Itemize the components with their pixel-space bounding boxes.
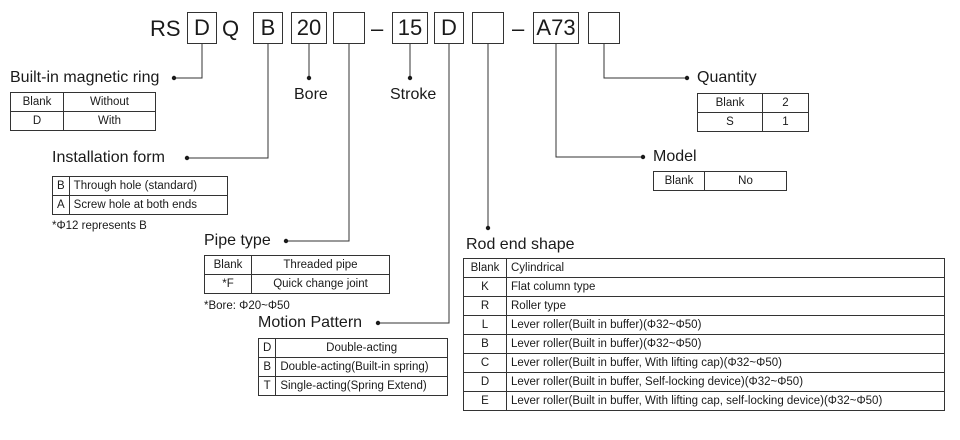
pipe-type-table: Blank Threaded pipe *F Quick change join…: [204, 255, 390, 294]
quantity-title: Quantity: [697, 69, 757, 86]
table-cell: D: [257, 338, 277, 358]
model-title: Model: [653, 148, 697, 165]
table-cell: Quick change joint: [251, 274, 390, 294]
magnetic-ring-title: Built-in magnetic ring: [10, 69, 160, 86]
pipe-type-title: Pipe type: [204, 232, 271, 249]
table-cell: Lever roller(Built in buffer)(Φ32~Φ50): [506, 334, 945, 354]
pipe-type-note: *Bore: Φ20~Φ50: [204, 300, 290, 312]
model-table: Blank No: [653, 171, 787, 191]
table-cell: Flat column type: [506, 277, 945, 297]
quantity-table: Blank 2 S 1: [697, 93, 809, 132]
table-cell: C: [463, 353, 507, 373]
table-cell: 2: [762, 93, 809, 113]
bore-label: Bore: [294, 86, 328, 103]
code-letter-q: Q: [222, 16, 240, 41]
table-cell: Blank: [10, 92, 64, 112]
code-box-rod: [472, 12, 504, 44]
table-cell: D: [463, 372, 507, 392]
table-row: A Screw hole at both ends: [52, 195, 229, 215]
table-row: Blank No: [653, 171, 787, 191]
magnetic-ring-table: Blank Without D With: [10, 92, 156, 131]
table-row: D Lever roller(Built in buffer, Self-loc…: [463, 372, 945, 392]
table-cell: Single-acting(Spring Extend): [275, 376, 448, 396]
installation-form-table: B Through hole (standard) A Screw hole a…: [52, 176, 229, 215]
table-cell: *F: [204, 274, 252, 294]
table-cell: L: [463, 315, 507, 335]
table-cell: Lever roller(Built in buffer, With lifti…: [506, 391, 945, 411]
table-cell: Blank: [463, 258, 507, 278]
table-cell: Lever roller(Built in buffer)(Φ32~Φ50): [506, 315, 945, 335]
rod-end-shape-table: Blank Cylindrical K Flat column type R R…: [463, 258, 945, 411]
code-box-bore: 20: [291, 12, 327, 44]
leader-motion: [378, 44, 450, 324]
motion-pattern-title: Motion Pattern: [258, 314, 363, 331]
table-row: R Roller type: [463, 296, 945, 316]
code-box-install: B: [253, 12, 283, 44]
table-cell: E: [463, 391, 507, 411]
table-cell: Blank: [204, 255, 252, 275]
table-cell: Double-acting(Built-in spring): [275, 357, 448, 377]
installation-form-title: Installation form: [52, 149, 165, 166]
table-cell: B: [463, 334, 507, 354]
table-row: D Double-acting: [257, 338, 448, 358]
table-row: E Lever roller(Built in buffer, With lif…: [463, 391, 945, 411]
table-cell: B: [52, 176, 70, 196]
table-row: Blank 2: [697, 93, 809, 113]
table-cell: Screw hole at both ends: [68, 195, 229, 215]
table-row: T Single-acting(Spring Extend): [257, 376, 448, 396]
code-box-magnetic: D: [187, 12, 217, 44]
table-cell: D: [10, 111, 64, 131]
table-row: K Flat column type: [463, 277, 945, 297]
code-dash-1: –: [371, 16, 384, 41]
table-row: B Through hole (standard): [52, 176, 229, 196]
installation-form-note: *Φ12 represents B: [52, 220, 147, 232]
code-box-model: A73: [533, 12, 579, 44]
table-row: S 1: [697, 112, 809, 132]
code-prefix: RS: [150, 16, 181, 41]
table-row: Blank Threaded pipe: [204, 255, 390, 275]
table-cell: T: [257, 376, 277, 396]
table-cell: Through hole (standard): [68, 176, 229, 196]
table-cell: Blank: [653, 171, 705, 191]
table-row: Blank Without: [10, 92, 156, 112]
motion-pattern-table: D Double-acting B Double-acting(Built-in…: [257, 338, 448, 396]
table-cell: A: [52, 195, 70, 215]
table-cell: Lever roller(Built in buffer, Self-locki…: [506, 372, 945, 392]
leader-magnetic: [174, 44, 203, 79]
table-cell: No: [704, 171, 787, 191]
code-box-quantity: [588, 12, 620, 44]
table-cell: K: [463, 277, 507, 297]
rod-end-shape-title: Rod end shape: [466, 236, 575, 253]
table-cell: S: [697, 112, 763, 132]
table-cell: Blank: [697, 93, 763, 113]
code-box-stroke: 15: [392, 12, 428, 44]
table-row: B Double-acting(Built-in spring): [257, 357, 448, 377]
table-cell: B: [257, 357, 277, 377]
leader-install: [187, 44, 269, 159]
table-cell: Without: [63, 92, 156, 112]
table-row: C Lever roller(Built in buffer, With lif…: [463, 353, 945, 373]
leader-model: [555, 44, 643, 158]
table-cell: Threaded pipe: [251, 255, 390, 275]
table-cell: Cylindrical: [506, 258, 945, 278]
table-row: L Lever roller(Built in buffer)(Φ32~Φ50): [463, 315, 945, 335]
table-cell: Double-acting: [275, 338, 448, 358]
table-cell: Lever roller(Built in buffer, With lifti…: [506, 353, 945, 373]
leader-quantity: [603, 44, 687, 79]
table-cell: With: [63, 111, 156, 131]
table-row: D With: [10, 111, 156, 131]
stroke-label: Stroke: [390, 86, 437, 103]
table-cell: Roller type: [506, 296, 945, 316]
table-row: *F Quick change joint: [204, 274, 390, 294]
code-box-pipe: [333, 12, 365, 44]
code-box-motion: D: [434, 12, 464, 44]
code-dash-2: –: [512, 16, 525, 41]
table-cell: R: [463, 296, 507, 316]
table-row: Blank Cylindrical: [463, 258, 945, 278]
leader-pipe: [286, 44, 350, 242]
table-cell: 1: [762, 112, 809, 132]
table-row: B Lever roller(Built in buffer)(Φ32~Φ50): [463, 334, 945, 354]
